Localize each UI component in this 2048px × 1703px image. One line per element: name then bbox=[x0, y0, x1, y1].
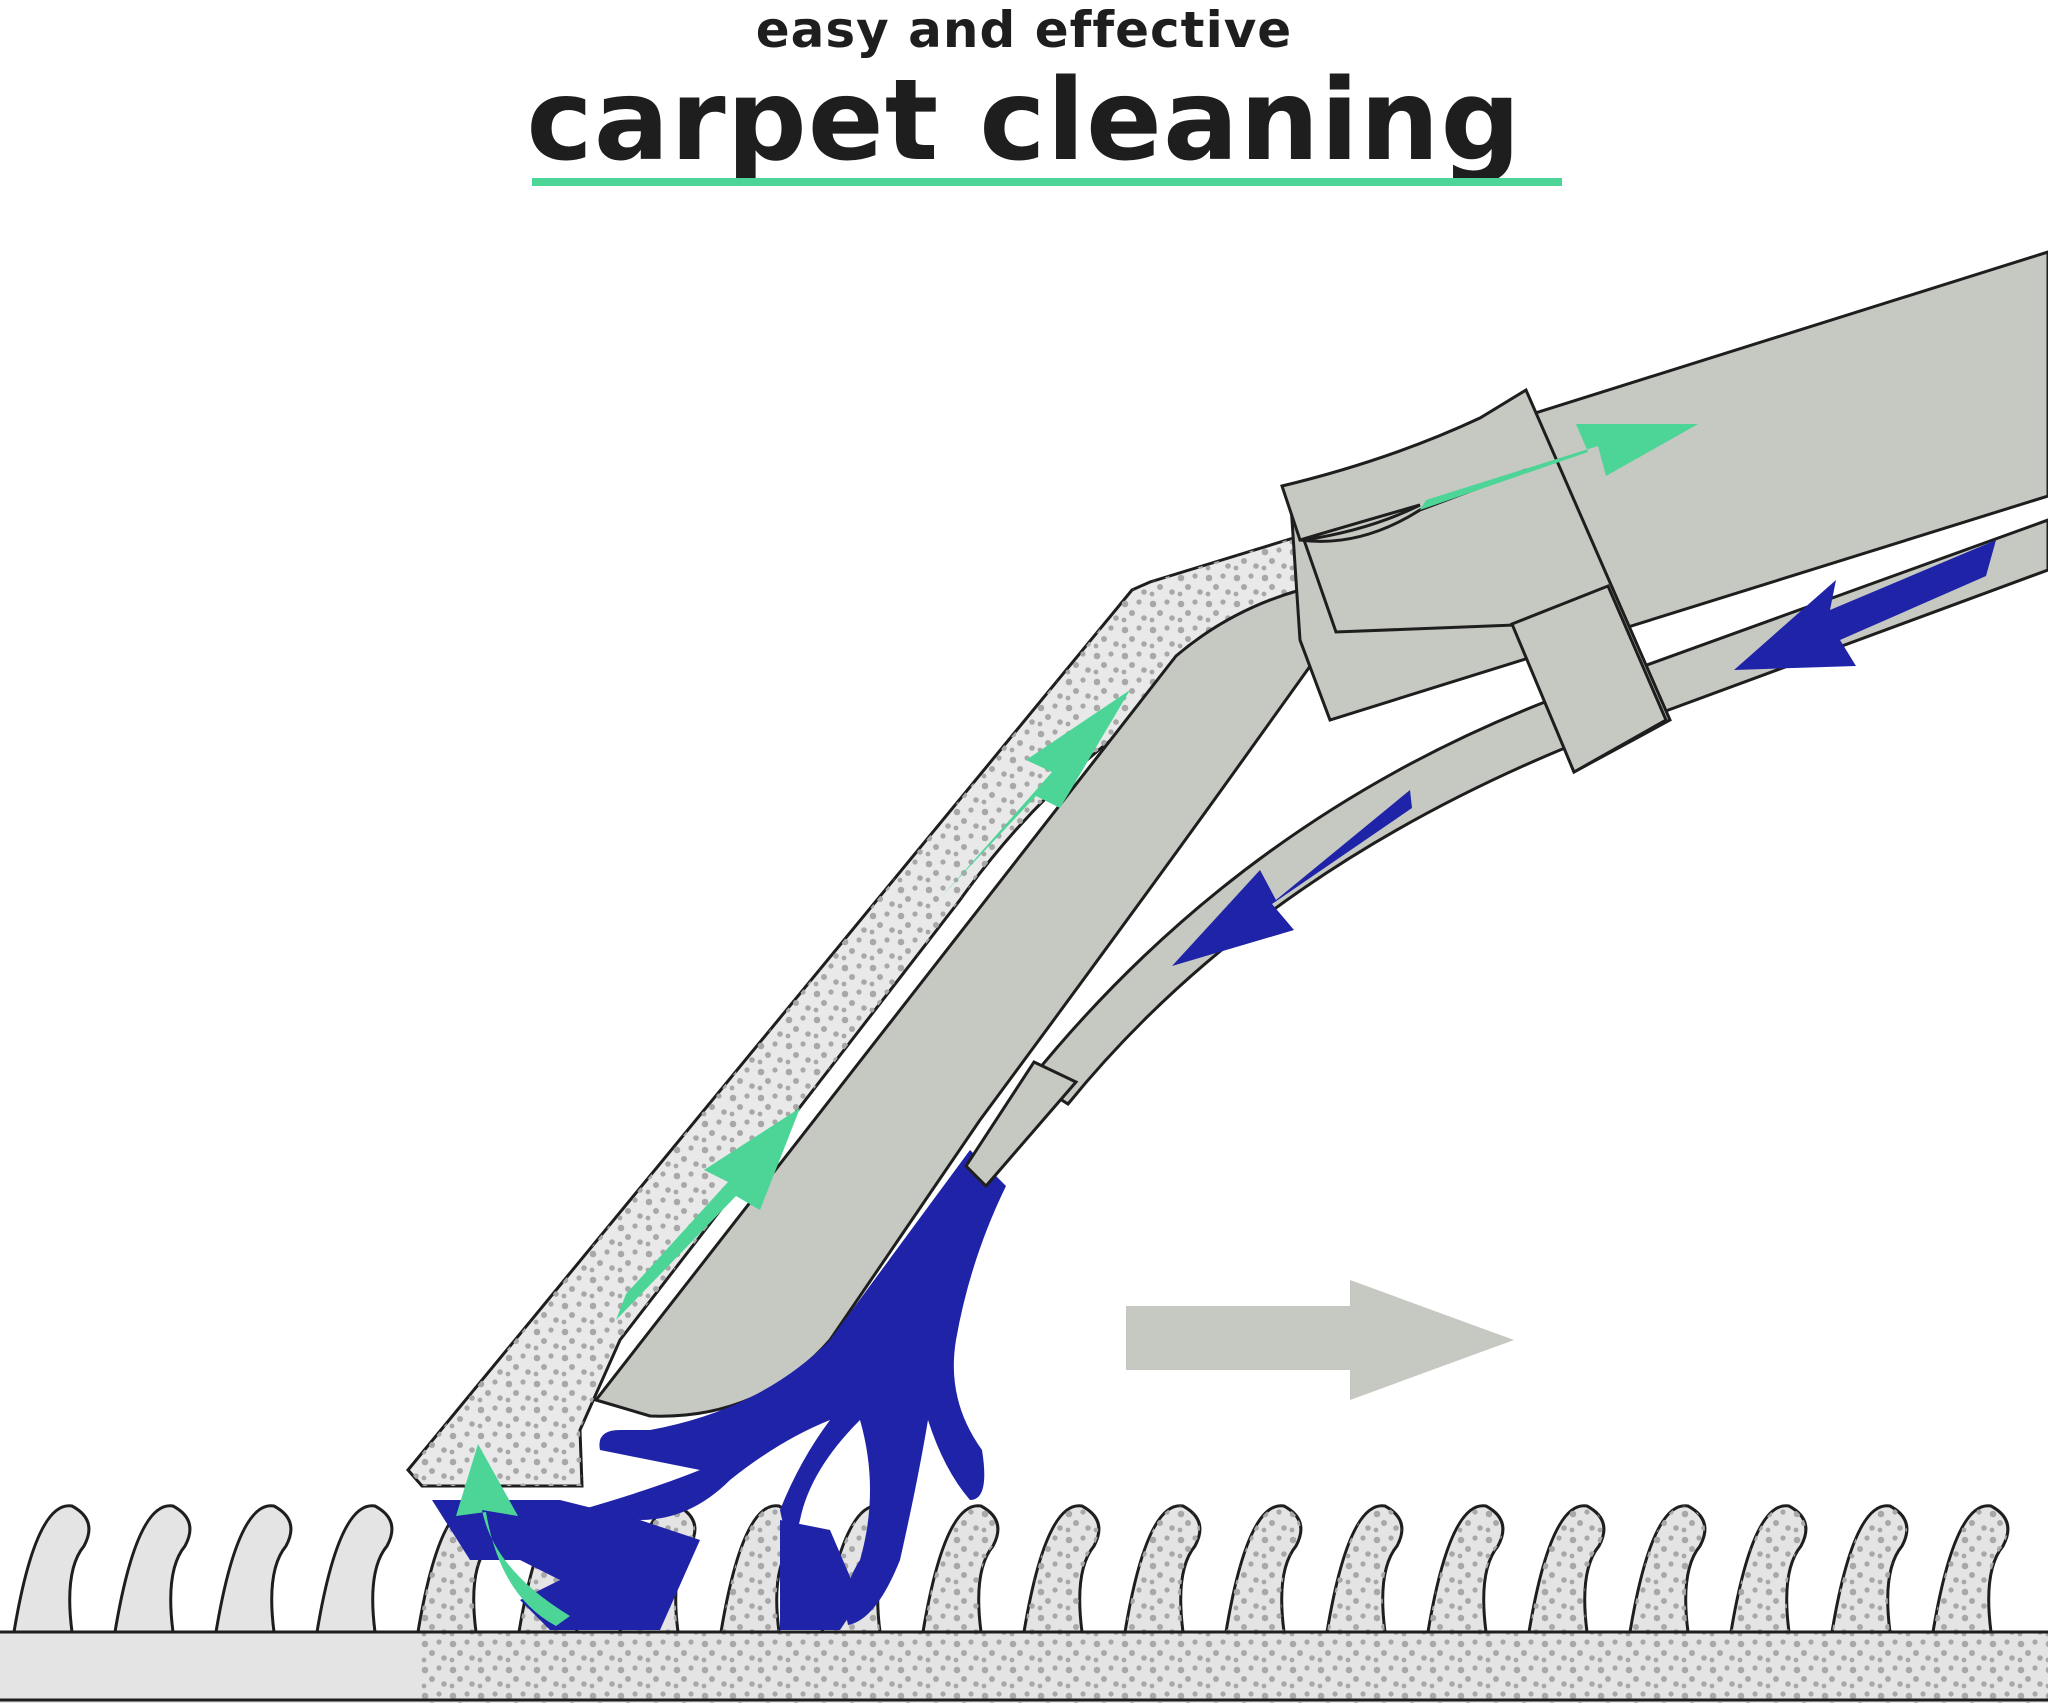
carpet-tuft-dots bbox=[923, 1505, 998, 1632]
carpet-tuft bbox=[113, 1504, 192, 1634]
carpet-tuft bbox=[214, 1504, 293, 1634]
carpet-tuft-dots bbox=[1428, 1505, 1503, 1632]
extraction-arrow-icon bbox=[456, 1444, 570, 1626]
water-on-carpet-right bbox=[780, 1520, 860, 1630]
water-on-carpet bbox=[432, 1500, 700, 1630]
carpet-backing-dots bbox=[420, 1632, 2048, 1703]
carpet-tuft-dots bbox=[1731, 1505, 1806, 1632]
carpet-tuft-dots bbox=[1630, 1505, 1705, 1632]
carpet-tuft-dots bbox=[721, 1505, 796, 1632]
carpet-tuft-dots bbox=[1832, 1505, 1907, 1632]
connector-clamp bbox=[964, 1060, 1079, 1189]
water-flow-arrow-icon bbox=[1172, 790, 1412, 966]
water-flow-arrow-icon bbox=[1734, 540, 1996, 670]
carpet-tuft bbox=[315, 1504, 394, 1634]
carpet bbox=[0, 1504, 2048, 1703]
title-underline bbox=[532, 178, 1562, 186]
water-spray bbox=[580, 1150, 1006, 1625]
header: easy and effective carpet cleaning bbox=[0, 0, 2048, 200]
extraction-arrow-icon bbox=[616, 1108, 800, 1320]
extraction-arrow-icon bbox=[1420, 424, 1698, 510]
extraction-hood-dots bbox=[408, 536, 1334, 1486]
extraction-arrows bbox=[456, 424, 1698, 1626]
carpet-tuft-dots bbox=[1226, 1505, 1301, 1632]
carpet-tuft-dots bbox=[1529, 1505, 1604, 1632]
carpet-tuft-dots bbox=[1933, 1505, 2008, 1632]
extraction-arrow-icon bbox=[942, 690, 1130, 896]
water-flow-arrows bbox=[1172, 540, 1996, 966]
carpet-tuft-dots bbox=[1024, 1505, 1099, 1632]
carpet-tufts bbox=[12, 1504, 2010, 1634]
direction-arrow-icon bbox=[1126, 1280, 1514, 1400]
coupling-lip bbox=[1299, 468, 1527, 543]
carpet-tuft-dots bbox=[1125, 1505, 1200, 1632]
subtitle: easy and effective bbox=[755, 1, 1293, 59]
page-title: carpet cleaning bbox=[526, 56, 1522, 186]
coupling-collar bbox=[1510, 584, 1668, 775]
carpet-tuft bbox=[12, 1504, 91, 1634]
carpet-tuft-dots bbox=[1327, 1505, 1402, 1632]
